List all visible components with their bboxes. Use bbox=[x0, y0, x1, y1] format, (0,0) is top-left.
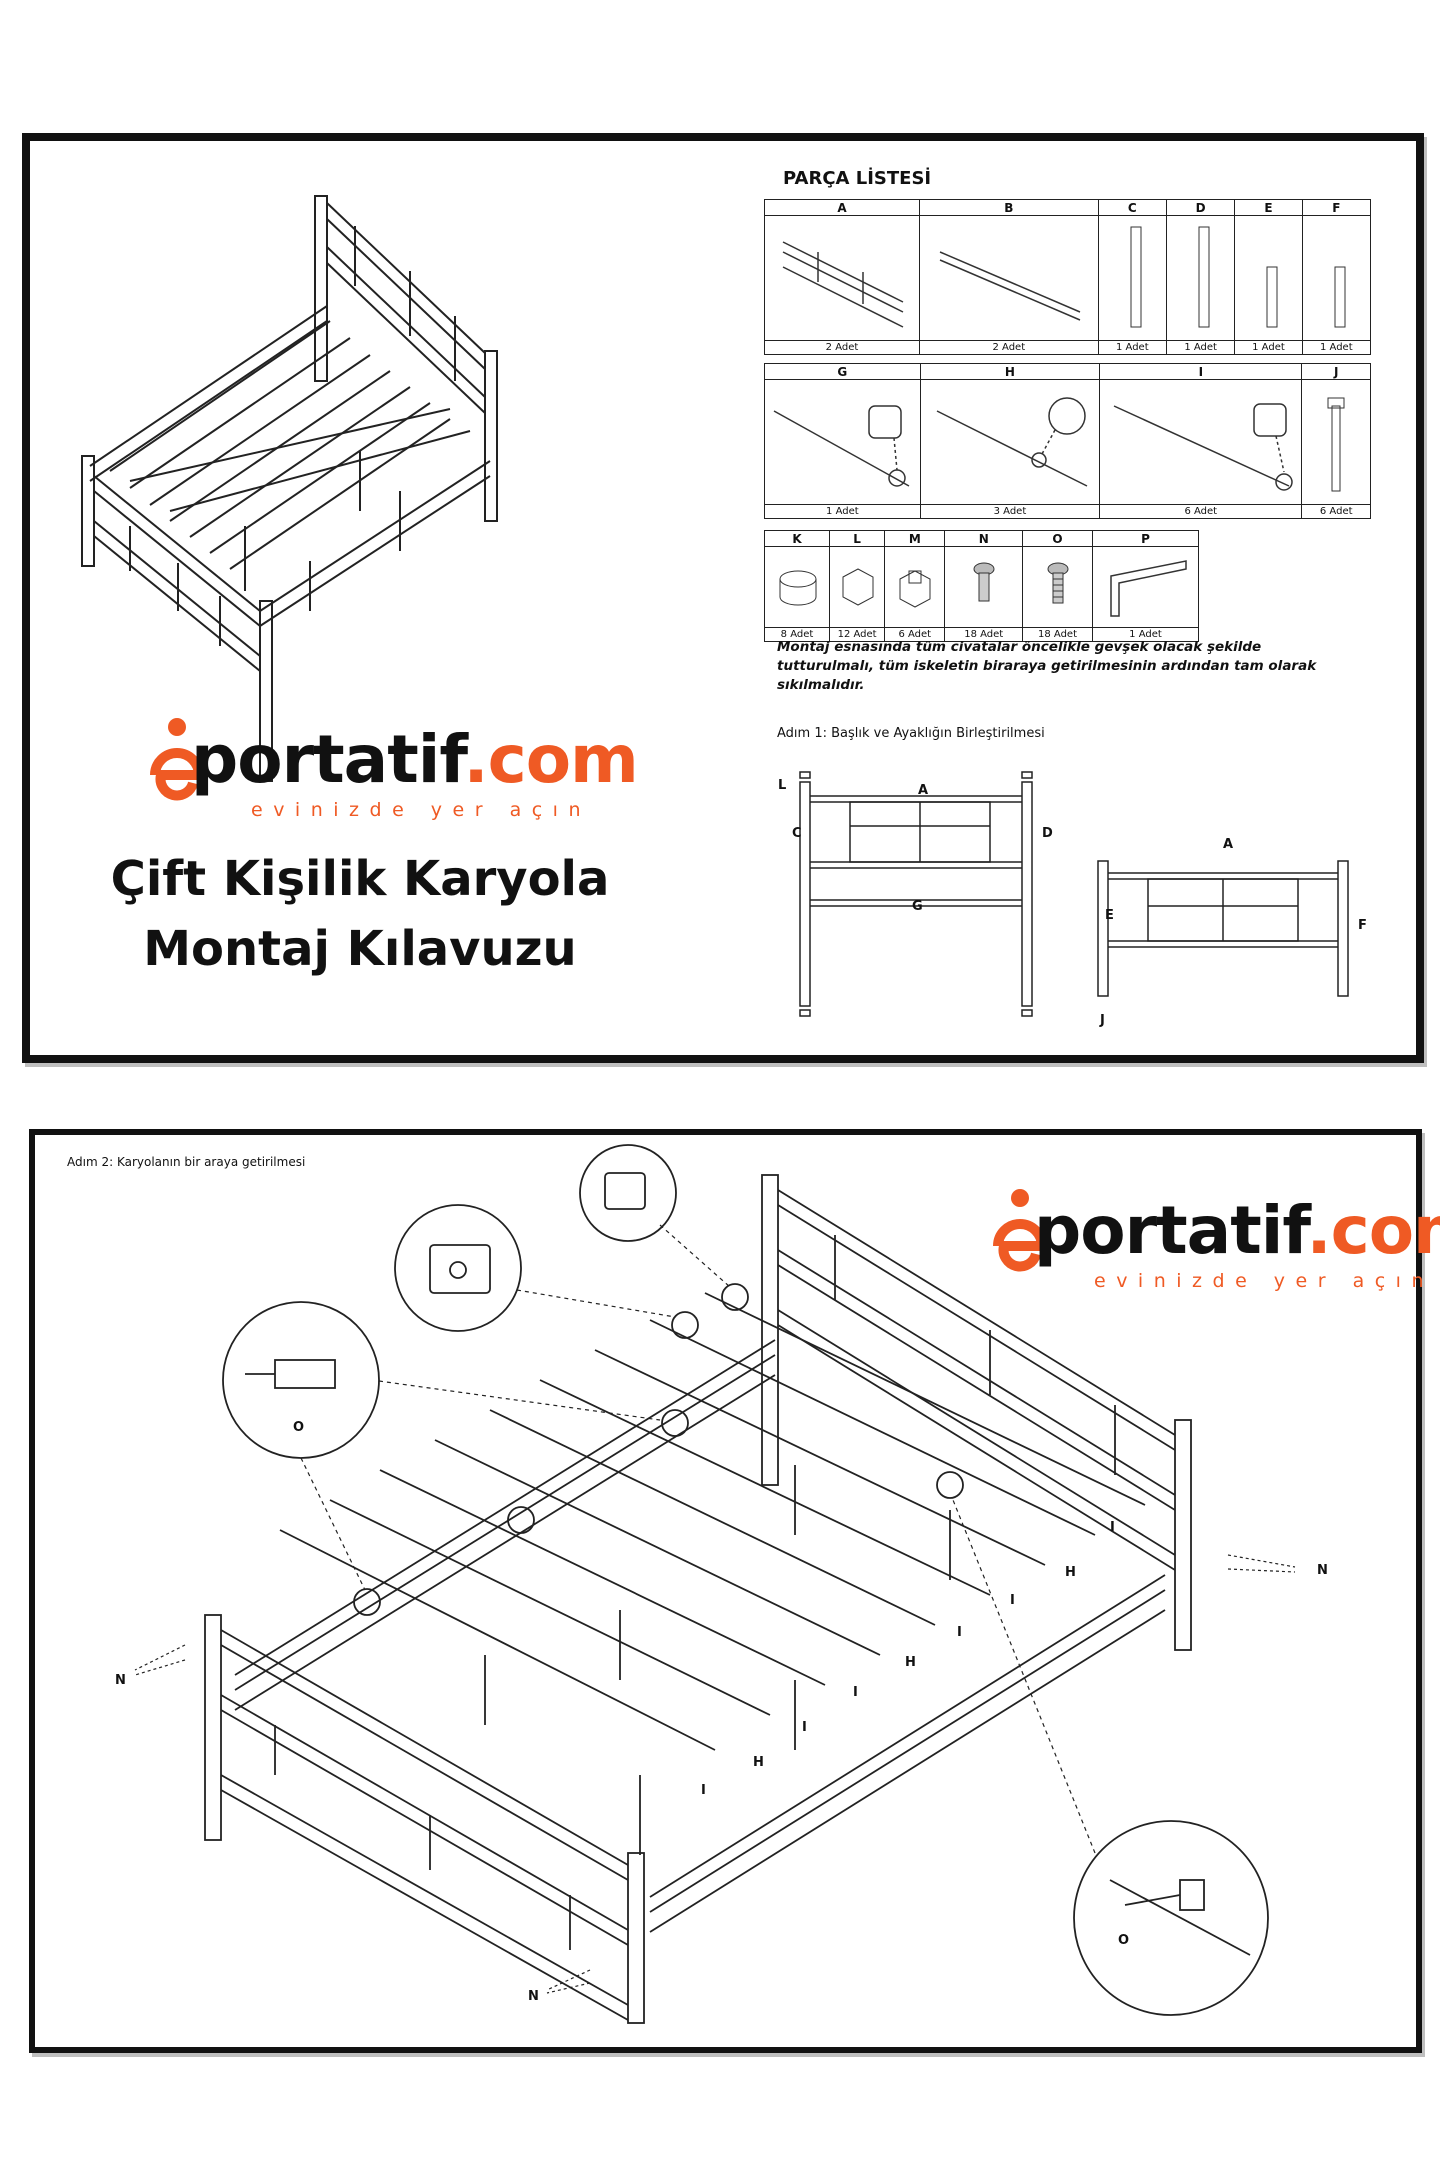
parts-table-row-3: K L M N O P 8 Adet 12 Adet 6 Adet 18 Ade… bbox=[764, 530, 1200, 642]
part-qty: 6 Adet bbox=[1301, 504, 1371, 519]
step-1-footboard-diagram bbox=[1097, 860, 1349, 997]
part-qty: 1 Adet bbox=[1234, 340, 1303, 355]
part-code: L bbox=[828, 530, 886, 547]
diagram-label-E: E bbox=[1105, 908, 1114, 923]
callout-label-n-left: N bbox=[115, 1673, 126, 1688]
part-b-image bbox=[919, 215, 1099, 341]
logo-dot-com: .com bbox=[1306, 1192, 1440, 1269]
parts-table-row-2: G H I J 1 Adet 3 Adet 6 Adet 6 Adet bbox=[764, 363, 1371, 519]
page-title-line-1: Çift Kişilik Karyola bbox=[110, 851, 610, 907]
part-f-image bbox=[1301, 215, 1372, 341]
step-2-title: Adım 2: Karyolanın bir araya getirilmesi bbox=[67, 1155, 306, 1169]
part-qty: 3 Adet bbox=[919, 504, 1101, 519]
diagram-label-L: L bbox=[778, 778, 787, 793]
part-code: I bbox=[1099, 363, 1303, 380]
diagram-label-J: J bbox=[1100, 1013, 1105, 1028]
slat-label-i-6: I bbox=[701, 1783, 706, 1798]
part-code: M bbox=[884, 530, 946, 547]
slat-label-h-2: H bbox=[905, 1655, 916, 1670]
assembly-guide-cover-panel: portatif.com evinizde yer açın Çift Kişi… bbox=[22, 133, 1424, 1063]
page-title-line-2: Montaj Kılavuzu bbox=[143, 921, 577, 977]
part-i-image bbox=[1099, 379, 1303, 505]
callout-label-n-bottom: N bbox=[528, 1989, 539, 2004]
part-qty: 18 Adet bbox=[944, 627, 1024, 642]
part-qty: 6 Adet bbox=[884, 627, 946, 642]
part-code: K bbox=[764, 530, 830, 547]
step-1-title: Adım 1: Başlık ve Ayaklığın Birleştirilm… bbox=[777, 726, 1045, 741]
part-code: E bbox=[1234, 199, 1303, 216]
part-qty: 1 Adet bbox=[1091, 627, 1200, 642]
part-code: G bbox=[764, 363, 921, 380]
diagram-label-A2: A bbox=[1223, 837, 1234, 852]
part-n-image bbox=[944, 546, 1024, 628]
logo-tagline: evinizde yer açın bbox=[251, 799, 591, 821]
diagram-label-A: A bbox=[918, 783, 929, 798]
logo-word: portatif bbox=[191, 721, 464, 798]
brand-logo: portatif.com evinizde yer açın bbox=[147, 717, 667, 847]
part-k-image bbox=[764, 546, 830, 628]
logo-dot-com: .com bbox=[463, 721, 639, 798]
part-g-image bbox=[764, 379, 921, 505]
slat-label-i-3: I bbox=[957, 1625, 962, 1640]
part-j-image bbox=[1301, 379, 1371, 505]
part-m-image bbox=[884, 546, 946, 628]
logo-wordmark: portatif.com bbox=[1034, 1192, 1440, 1269]
part-code: B bbox=[919, 199, 1099, 216]
callout-label-n-right: N bbox=[1317, 1563, 1328, 1578]
diagram-label-F: F bbox=[1358, 918, 1367, 933]
part-l-image bbox=[828, 546, 886, 628]
slat-label-h-1: H bbox=[1065, 1565, 1076, 1580]
part-a-image bbox=[764, 215, 920, 341]
parts-table-row-1: A B C D E F 2 Adet 2 Adet 1 Adet 1 Adet … bbox=[764, 199, 1372, 355]
parts-list-title: PARÇA LİSTESİ bbox=[783, 168, 932, 189]
diagram-label-G: G bbox=[912, 899, 923, 914]
part-c-image bbox=[1097, 215, 1167, 341]
diagram-label-C: C bbox=[792, 826, 802, 841]
part-qty: 1 Adet bbox=[1097, 340, 1167, 355]
slat-label-i-5: I bbox=[802, 1720, 807, 1735]
callout-label-o-bottom: O bbox=[1118, 1933, 1130, 1948]
logo-mark-icon bbox=[150, 718, 205, 801]
part-qty: 2 Adet bbox=[919, 340, 1099, 355]
part-code: H bbox=[919, 363, 1101, 380]
assembly-step-2-panel: Adım 2: Karyolanın bir araya getirilmesi… bbox=[29, 1129, 1440, 2053]
slat-label-i-2: I bbox=[1010, 1593, 1015, 1608]
part-code: O bbox=[1022, 530, 1093, 547]
part-h-image bbox=[919, 379, 1101, 505]
part-qty: 6 Adet bbox=[1099, 504, 1303, 519]
slat-label-i-1: I bbox=[1110, 1520, 1115, 1535]
callout-label-o-top: O bbox=[293, 1420, 305, 1435]
part-d-image bbox=[1165, 215, 1236, 341]
brand-logo-step-2: portatif.com evinizde yer açın bbox=[990, 1188, 1440, 1318]
part-code: F bbox=[1301, 199, 1372, 216]
step-1-headboard-diagram bbox=[799, 771, 1033, 1017]
part-qty: 1 Adet bbox=[1165, 340, 1236, 355]
part-code: D bbox=[1165, 199, 1236, 216]
logo-tagline: evinizde yer açın bbox=[1094, 1270, 1434, 1292]
logo-word: portatif bbox=[1034, 1192, 1307, 1269]
diagram-label-D: D bbox=[1042, 826, 1053, 841]
part-o-image bbox=[1022, 546, 1093, 628]
part-e-image bbox=[1234, 215, 1303, 341]
logo-mark-icon bbox=[993, 1189, 1048, 1272]
bed-frame-illustration bbox=[81, 195, 498, 782]
part-code: A bbox=[764, 199, 920, 216]
part-qty: 2 Adet bbox=[764, 340, 920, 355]
part-qty: 12 Adet bbox=[828, 627, 886, 642]
assembly-note: Montaj esnasında tüm civatalar öncelikle… bbox=[777, 639, 1317, 693]
part-p-allen-key-image bbox=[1091, 546, 1200, 628]
part-qty: 8 Adet bbox=[764, 627, 830, 642]
part-code: P bbox=[1091, 530, 1200, 547]
part-code: J bbox=[1301, 363, 1371, 380]
logo-wordmark: portatif.com bbox=[191, 721, 639, 798]
step-2-exploded-bed-diagram bbox=[134, 1144, 1296, 2024]
part-qty: 1 Adet bbox=[1301, 340, 1372, 355]
part-code: C bbox=[1097, 199, 1167, 216]
part-qty: 1 Adet bbox=[764, 504, 921, 519]
part-code: N bbox=[944, 530, 1024, 547]
slat-label-i-4: I bbox=[853, 1685, 858, 1700]
slat-label-h-3: H bbox=[753, 1755, 764, 1770]
